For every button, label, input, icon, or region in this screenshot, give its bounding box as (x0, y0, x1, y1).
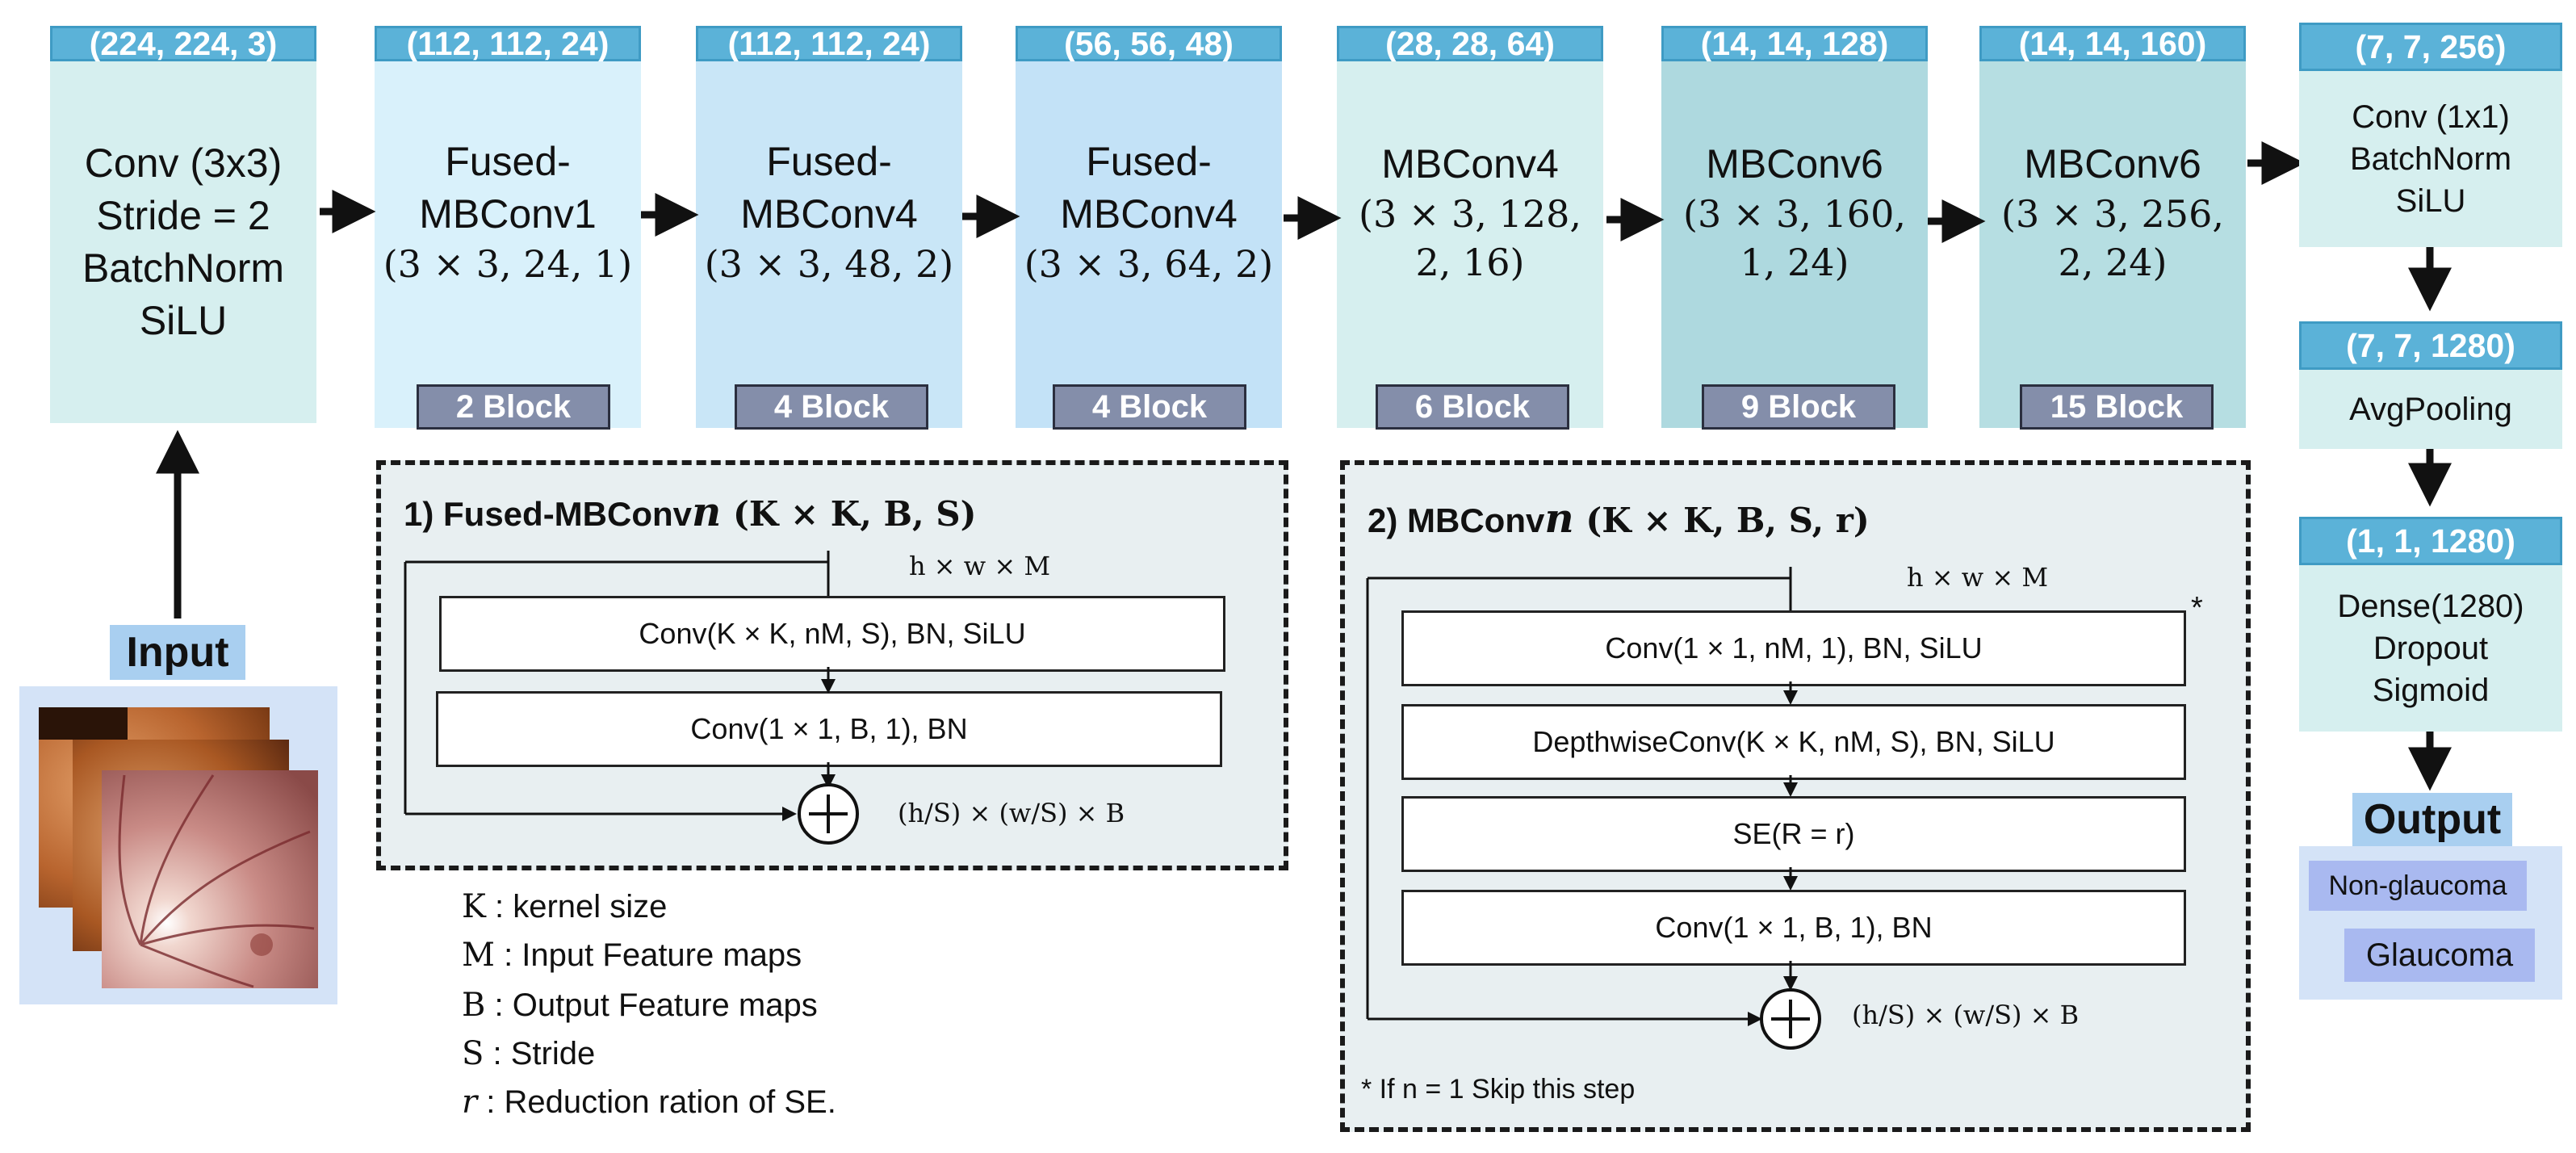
output-label: Output (2352, 793, 2512, 846)
stage-4-line-2: MBConv4 (1060, 191, 1238, 237)
stage-3-shape: (112, 112, 24) (696, 25, 962, 62)
head-dense-line-3: Sigmoid (2372, 673, 2490, 708)
stage-4-block-count: 4 Block (1053, 384, 1246, 430)
legend-symbol: S (462, 1035, 484, 1072)
panel2-layer-1: Conv(1 × 1, nM, 1), BN, SiLU (1401, 610, 2186, 686)
stage-2-shape: (112, 112, 24) (375, 25, 641, 62)
stage-2-line-1: Fused- (445, 139, 571, 185)
stage-3-box: Fused- MBConv4 (3 × 3, 48, 2) (696, 61, 962, 428)
head-conv-line-2: BatchNorm (2349, 141, 2512, 177)
head-dense-box: Dense(1280) Dropout Sigmoid (2299, 565, 2562, 732)
panel2-footnote: * If n = 1 Skip this step (1361, 1074, 1636, 1105)
head-conv-line-1: Conv (1x1) (2352, 99, 2510, 135)
legend-item: B : Output Feature maps (462, 987, 818, 1024)
stage-3-params: (3 × 3, 48, 2) (704, 242, 954, 287)
panel2-layer-2: DepthwiseConv(K × K, nM, S), BN, SiLU (1401, 704, 2186, 780)
panel2-star: * (2191, 591, 2203, 625)
stage-6-block-count: 9 Block (1702, 384, 1895, 430)
stage-4-params: (3 × 3, 64, 2) (1024, 242, 1274, 287)
output-class-non-glaucoma: Non-glaucoma (2309, 861, 2527, 911)
panel1-layer-2: Conv(1 × 1, B, 1), BN (436, 691, 1222, 767)
panel1-layer-1: Conv(K × K, nM, S), BN, SiLU (439, 596, 1225, 672)
panel2-layer-3: SE(R = r) (1401, 796, 2186, 872)
panel1-flow (404, 551, 859, 845)
legend-symbol: K (462, 888, 486, 925)
panel1-title-prefix: 1) Fused-MBConv (404, 495, 692, 533)
head-dense-line-1: Dense(1280) (2337, 589, 2524, 624)
output-class-glaucoma: Glaucoma (2344, 929, 2535, 982)
stage-2-box: Fused- MBConv1 (3 × 3, 24, 1) (375, 61, 641, 428)
legend-symbol: M (462, 937, 495, 974)
stage-3-line-1: Fused- (766, 139, 892, 185)
head-shape-1: (7, 7, 256) (2299, 23, 2562, 71)
stage-7-params: (3 × 3, 256, (2001, 191, 2224, 236)
legend-item: M : Input Feature maps (462, 937, 802, 974)
stage-3-line-2: MBConv4 (740, 191, 918, 237)
stage-7-block-count: 15 Block (2020, 384, 2214, 430)
head-conv-box: Conv (1x1) BatchNorm SiLU (2299, 71, 2562, 247)
panel2-title-n: n (1544, 494, 1574, 542)
stage-5-shape: (28, 28, 64) (1337, 25, 1603, 62)
stage-6-params-2: 1, 24) (1740, 240, 1849, 284)
stage-7-shape: (14, 14, 160) (1979, 25, 2246, 62)
input-label: Input (110, 625, 245, 680)
fundus-images-icon (39, 707, 318, 988)
panel2-flow (1366, 567, 1821, 1050)
stage-5-line-1: MBConv4 (1381, 140, 1559, 187)
stage-2-params: (3 × 3, 24, 1) (383, 242, 633, 287)
panel2-title: 2) MBConvn (K × K, B, S, r) (1368, 494, 1870, 542)
panel2-layer-4: Conv(1 × 1, B, 1), BN (1401, 890, 2186, 966)
stage-1-line-1: Conv (3x3) (84, 140, 283, 186)
stage-1-line-4: SiLU (139, 298, 228, 343)
legend-text: : Output Feature maps (485, 987, 818, 1023)
legend-symbol: r (462, 1084, 478, 1121)
legend-item: r : Reduction ration of SE. (462, 1084, 836, 1121)
stage-1-line-2: Stride = 2 (96, 193, 270, 238)
legend-text: : Stride (484, 1036, 596, 1071)
panel1-input-note: h × w × M (909, 551, 1051, 581)
stage-7-params-2: 2, 24) (2058, 240, 2168, 284)
stage-1-shape: (224, 224, 3) (50, 25, 316, 62)
stage-6-params: (3 × 3, 160, (1683, 191, 1906, 236)
panel2-output-note: (h/S) × (w/S) × B (1852, 1000, 2080, 1030)
legend-symbol: B (462, 987, 486, 1024)
stage-4-line-1: Fused- (1086, 139, 1212, 185)
stage-5-params: (3 × 3, 128, (1359, 191, 1581, 236)
stage-3-block-count: 4 Block (735, 384, 928, 430)
stage-1-line-3: BatchNorm (82, 245, 285, 291)
panel2-input-note: h × w × M (1907, 562, 2049, 593)
legend-item: S : Stride (462, 1035, 595, 1072)
stage-2-line-2: MBConv1 (419, 191, 597, 237)
stage-6-line-1: MBConv6 (1706, 140, 1883, 187)
head-conv-line-3: SiLU (2395, 183, 2466, 219)
head-pool-box: AvgPooling (2299, 370, 2562, 449)
stage-6-shape: (14, 14, 128) (1661, 25, 1928, 62)
stage-5-box: MBConv4(3 × 3, 128,2, 16) (1337, 61, 1603, 428)
head-shape-2: (7, 7, 1280) (2299, 321, 2562, 370)
panel1-title-args: (K × K, B, S) (721, 494, 977, 534)
stage-7-line-1: MBConv6 (2024, 140, 2201, 187)
stage-7-box: MBConv6(3 × 3, 256,2, 24) (1979, 61, 2246, 428)
legend-text: : kernel size (485, 889, 668, 924)
stage-5-params-2: 2, 16) (1415, 240, 1525, 284)
stage-5-block-count: 6 Block (1376, 384, 1569, 430)
panel1-output-note: (h/S) × (w/S) × B (898, 798, 1125, 828)
stage-4-shape: (56, 56, 48) (1016, 25, 1282, 62)
panel1-title-n: n (692, 488, 722, 535)
stage-4-box: Fused- MBConv4 (3 × 3, 64, 2) (1016, 61, 1282, 428)
stage-2-block-count: 2 Block (417, 384, 610, 430)
legend-text: : Reduction ration of SE. (477, 1084, 836, 1120)
head-pool-line-1: AvgPooling (2349, 392, 2512, 427)
head-shape-3: (1, 1, 1280) (2299, 517, 2562, 565)
head-dense-line-2: Dropout (2373, 631, 2489, 666)
stage-6-box: MBConv6(3 × 3, 160,1, 24) (1661, 61, 1928, 428)
legend-text: : Input Feature maps (494, 937, 802, 973)
panel2-title-prefix: 2) MBConv (1368, 501, 1545, 539)
panel2-title-args: (K × K, B, S, r) (1573, 501, 1870, 540)
panel1-title: 1) Fused-MBConvn (K × K, B, S) (404, 488, 977, 535)
legend-item: K : kernel size (462, 888, 667, 925)
input-image-panel (19, 686, 337, 1004)
